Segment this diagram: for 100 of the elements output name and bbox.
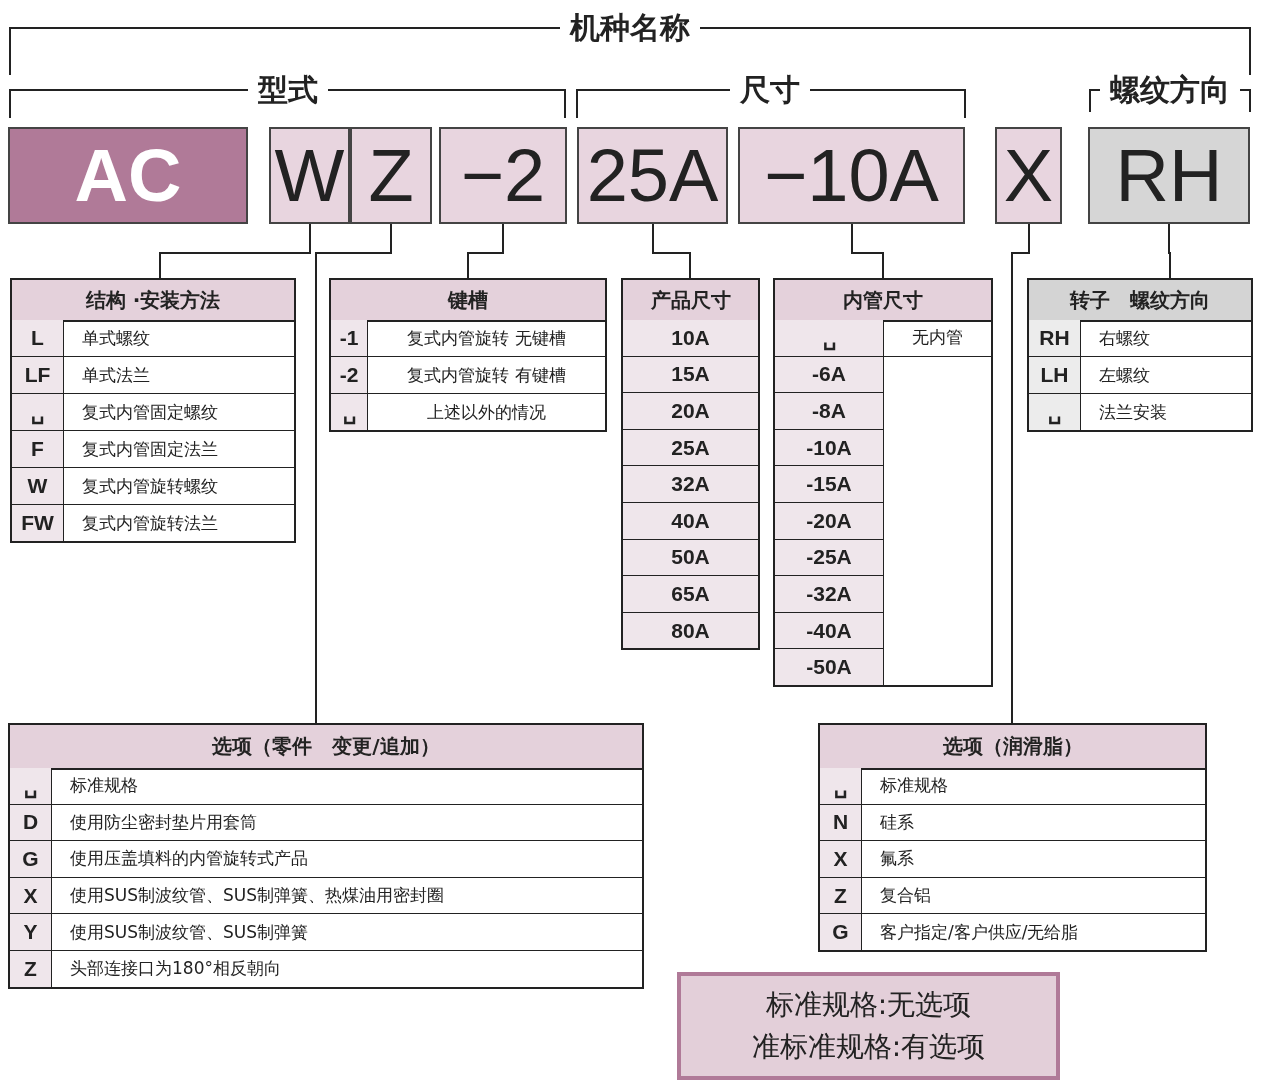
description-cell-text: 法兰安装: [1098, 400, 1168, 424]
code-box: 25A: [577, 127, 728, 224]
table-cell: 50A: [623, 539, 758, 577]
code-cell: X: [820, 841, 862, 877]
code-cell: ␣: [820, 768, 862, 804]
table-frame: [8, 723, 644, 989]
description-cell-text: 标准规格: [69, 774, 139, 798]
table-row: [820, 768, 1205, 805]
code-box: RH: [1088, 127, 1250, 224]
leader-line: [851, 223, 884, 279]
table-cell: -32A: [775, 576, 884, 613]
table-row: [331, 357, 605, 394]
table-cell: -25A: [775, 539, 884, 577]
code-cell: ␣: [331, 394, 368, 430]
table-header: 转子 螺纹方向: [1029, 280, 1251, 322]
leader-line: [467, 223, 504, 279]
table-frame: [1027, 278, 1253, 432]
code-cell: Y: [10, 914, 52, 950]
leader-line: [1011, 223, 1030, 724]
description-cell-text: 使用压盖填料的内管旋转式产品: [69, 847, 309, 871]
table-row: [331, 320, 605, 357]
table-row: [820, 841, 1205, 878]
table-row: [10, 804, 642, 842]
code-box: W: [269, 127, 350, 224]
table-row: [1029, 320, 1251, 357]
table-header: 内管尺寸: [775, 280, 991, 322]
description-cell-text: 上述以外的情况: [426, 400, 547, 424]
table-row: [1029, 357, 1251, 394]
table-header: 选项（零件 变更/追加）: [10, 725, 642, 770]
description-cell-text: 头部连接口为180°相反朝向: [69, 957, 282, 981]
description-cell-text: 复式内管旋转法兰: [81, 511, 219, 535]
code-box: AC: [8, 127, 248, 224]
table-cell: 10A: [623, 320, 758, 357]
code-cell: RH: [1029, 320, 1081, 356]
table-header: 产品尺寸: [623, 280, 758, 322]
leader-line: [652, 223, 691, 279]
table-cell: -10A: [775, 429, 884, 467]
description-cell-text: 复式内管固定法兰: [81, 437, 219, 461]
code-box: Z: [350, 127, 432, 224]
description-cell-text: 标准规格: [879, 774, 949, 798]
table-frame: [818, 723, 1207, 952]
table-row: [10, 877, 642, 915]
table-row: [10, 914, 642, 951]
code-cell: ␣: [1029, 394, 1081, 430]
table-row: [12, 394, 294, 431]
table-row: [12, 468, 294, 505]
leader-line: [315, 223, 392, 724]
table-cell: 65A: [623, 576, 758, 613]
description-cell-text: 使用SUS制波纹管、SUS制弹簧、热煤油用密封圈: [69, 884, 446, 908]
code-cell: ␣: [775, 320, 884, 356]
description-cell-text: 复式内管固定螺纹: [81, 400, 219, 424]
table-header: 选项（润滑脂）: [820, 725, 1205, 770]
code-cell: FW: [12, 505, 64, 541]
table-frame: [621, 278, 760, 651]
code-cell: D: [10, 804, 52, 841]
table-cell: 20A: [623, 393, 758, 430]
table-row: [820, 877, 1205, 915]
table-cell: 25A: [623, 429, 758, 467]
code-cell: ␣: [12, 394, 64, 430]
note-text: 标准规格:无选项: [765, 987, 972, 1023]
code-cell: L: [12, 320, 64, 356]
table-cell: 32A: [623, 466, 758, 503]
description-cell-text: 左螺纹: [1098, 363, 1151, 387]
description-cell-text: 无内管: [911, 326, 964, 350]
code-cell: G: [10, 841, 52, 877]
code-cell: Z: [10, 951, 52, 987]
code-box: X: [995, 127, 1062, 224]
table-row: [820, 804, 1205, 842]
code-box: −2: [439, 127, 567, 224]
description-cell-text: 复合铝: [879, 884, 932, 908]
code-cell: -1: [331, 320, 368, 356]
note-text: 准标准规格:有选项: [751, 1029, 986, 1065]
description-cell-text: 使用SUS制波纹管、SUS制弹簧: [69, 920, 310, 944]
table-cell: 15A: [623, 356, 758, 394]
code-cell: -2: [331, 357, 368, 393]
leader-line: [1168, 223, 1171, 279]
table-row: [12, 357, 294, 394]
code-cell: F: [12, 431, 64, 467]
description-cell-text: 硅系: [879, 810, 915, 834]
description-cell-text: 复式内管旋转 有键槽: [406, 363, 567, 387]
code-cell: G: [820, 914, 862, 950]
table-frame: [329, 278, 607, 432]
code-cell: Z: [820, 877, 862, 914]
description-cell-text: 复式内管旋转 无键槽: [406, 326, 567, 350]
table-cell: -8A: [775, 393, 884, 430]
code-cell: X: [10, 877, 52, 914]
table-cell: 40A: [623, 503, 758, 540]
description-cell-text: 单式法兰: [81, 363, 151, 387]
note-box: [677, 972, 1060, 1080]
code-cell: ␣: [10, 768, 52, 804]
table-frame: [773, 278, 993, 687]
code-box: −10A: [738, 127, 965, 224]
description-cell-text: 单式螺纹: [81, 326, 151, 350]
table-cell: -40A: [775, 612, 884, 650]
table-cell: -20A: [775, 503, 884, 540]
table-cell: -15A: [775, 466, 884, 503]
table-row: [775, 320, 991, 357]
table-row: [12, 431, 294, 468]
description-cell-text: 右螺纹: [1098, 326, 1151, 350]
leader-line: [159, 223, 311, 279]
